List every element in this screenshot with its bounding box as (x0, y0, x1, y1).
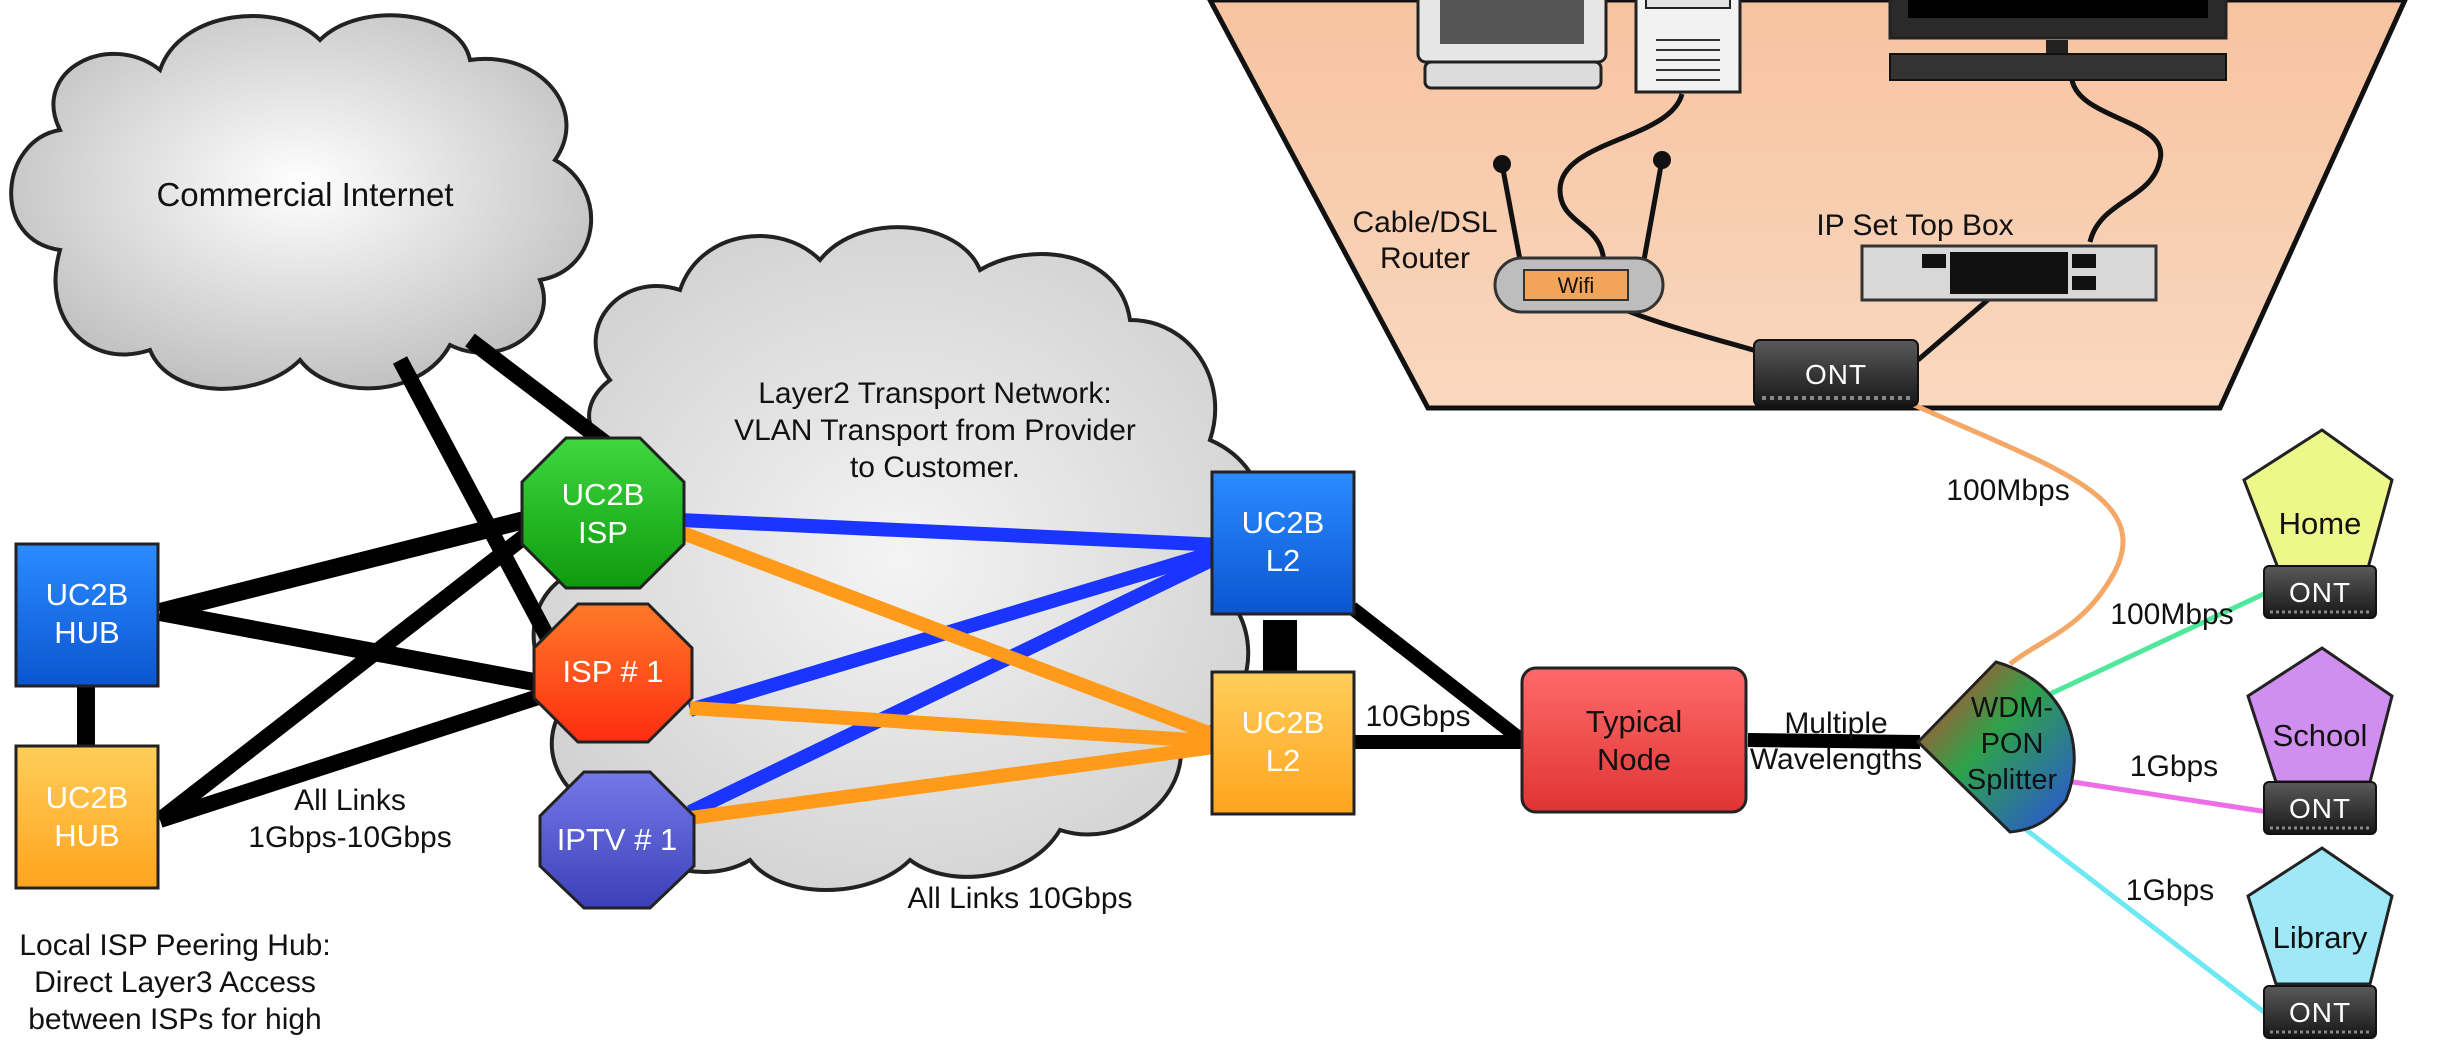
commercial-internet-cloud: Commercial Internet (9, 13, 594, 391)
multiple-wavelengths-label-1: Multiple (1784, 707, 1887, 740)
rate-top-label: 100Mbps (1946, 474, 2069, 507)
isp1-label: ISP # 1 (562, 654, 663, 689)
library-label: Library (2273, 920, 2368, 955)
uc2b-l2-blue-node[interactable]: UC2B L2 (1210, 470, 1356, 616)
ont-label-home: ONT (2289, 577, 2351, 608)
uc2b-hub-blue-node[interactable]: UC2B HUB (14, 542, 160, 688)
wifi-router-icon: Wifi (1493, 151, 1671, 314)
wdm-pon-splitter[interactable]: WDM- PON Splitter (1915, 660, 2076, 834)
uc2b-hub-blue-label-1: UC2B (46, 577, 129, 612)
ont-label-school: ONT (2289, 793, 2351, 824)
splitter-label-1: WDM- (1971, 692, 2053, 724)
isp1-node[interactable]: ISP # 1 (532, 602, 694, 744)
customer-premises: Wifi Cable/DSL Router IP Set Top Box (1207, 0, 2408, 411)
all-links-hub-label-1: All Links (294, 784, 406, 817)
ont-device-house: ONT (1753, 339, 1919, 407)
typical-node-label-1: Typical (1586, 704, 1682, 739)
ten-gbps-label: 10Gbps (1365, 700, 1470, 733)
uc2b-hub-orange-node[interactable]: UC2B HUB (14, 744, 160, 890)
black-links (77, 333, 1921, 828)
tv-icon (1888, 0, 2228, 81)
home-label: Home (2279, 506, 2362, 541)
uc2b-isp-label-2: ISP (578, 515, 628, 550)
uc2b-isp-label-1: UC2B (562, 477, 645, 512)
ont-device-library: ONT (2263, 985, 2377, 1039)
ont-device-school: ONT (2263, 781, 2377, 835)
iptv1-node[interactable]: IPTV # 1 (538, 770, 696, 910)
router-label-1: Cable/DSL (1352, 206, 1497, 239)
layer2-title-3: to Customer. (850, 451, 1020, 484)
uc2b-l2-blue-label-2: L2 (1266, 543, 1300, 578)
peering-note-2: Direct Layer3 Access (34, 966, 316, 999)
iptv1-label: IPTV # 1 (557, 822, 678, 857)
uc2b-l2-orange-label-2: L2 (1266, 743, 1300, 778)
server-tower-icon (1634, 0, 1742, 94)
rate-home-label: 100Mbps (2110, 598, 2233, 631)
rate-school-label: 1Gbps (2130, 750, 2218, 783)
pc-icon (1416, 0, 1608, 90)
router-label-2: Router (1380, 242, 1470, 275)
peering-note-1: Local ISP Peering Hub: (19, 929, 330, 962)
home-endpoint[interactable]: Home (2242, 428, 2394, 570)
commercial-internet-label: Commercial Internet (156, 176, 453, 213)
layer2-links-label: All Links 10Gbps (907, 882, 1132, 915)
ont-label-house: ONT (1805, 359, 1867, 390)
splitter-label-2: PON (1981, 728, 2044, 760)
school-label: School (2273, 718, 2368, 753)
set-top-box-label: IP Set Top Box (1816, 209, 2013, 242)
uc2b-hub-blue-label-2: HUB (54, 615, 119, 650)
multiple-wavelengths-label-2: Wavelengths (1750, 743, 1922, 776)
customer-links (1912, 402, 2270, 1014)
orange-links (677, 525, 1225, 825)
layer2-title-1: Layer2 Transport Network: (758, 377, 1111, 410)
wifi-label: Wifi (1558, 273, 1595, 298)
rate-library-label: 1Gbps (2126, 874, 2214, 907)
typical-node[interactable]: Typical Node (1520, 666, 1748, 814)
school-endpoint[interactable]: School (2246, 646, 2394, 784)
uc2b-l2-orange-node[interactable]: UC2B L2 (1210, 670, 1356, 816)
typical-node-label-2: Node (1597, 742, 1671, 777)
ont-device-home: ONT (2263, 565, 2377, 619)
set-top-box-icon (1860, 244, 2158, 302)
uc2b-l2-blue-label-1: UC2B (1242, 505, 1325, 540)
library-endpoint[interactable]: Library (2246, 846, 2394, 986)
all-links-hub-label-2: 1Gbps-10Gbps (248, 821, 451, 854)
uc2b-isp-node[interactable]: UC2B ISP (520, 436, 686, 590)
uc2b-hub-orange-label-2: HUB (54, 818, 119, 853)
ont-label-library: ONT (2289, 997, 2351, 1028)
peering-note-3: between ISPs for high (28, 1003, 322, 1036)
uc2b-hub-orange-label-1: UC2B (46, 780, 129, 815)
layer2-transport-cloud: Layer2 Transport Network: VLAN Transport… (531, 225, 1268, 915)
uc2b-l2-orange-label-1: UC2B (1242, 705, 1325, 740)
splitter-label-3: Splitter (1967, 764, 2058, 796)
layer2-title-2: VLAN Transport from Provider (734, 414, 1136, 447)
